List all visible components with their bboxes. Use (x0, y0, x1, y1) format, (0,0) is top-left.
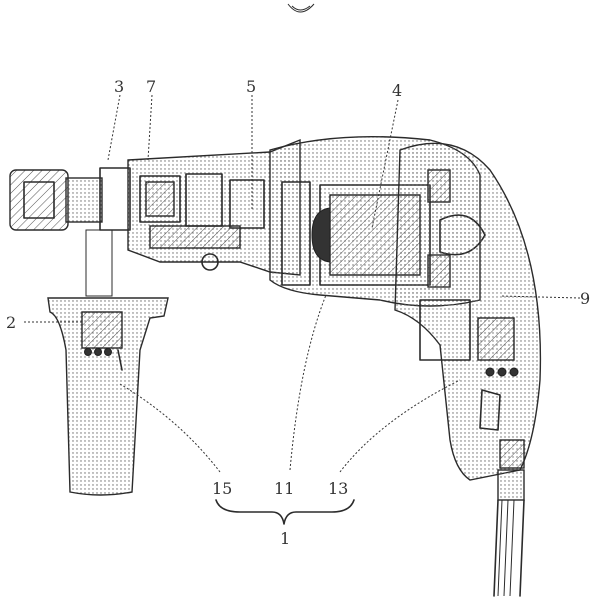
callout-9: 9 (580, 289, 590, 308)
callout-5: 5 (246, 77, 256, 96)
chuck (9, 167, 131, 231)
callout-15: 15 (212, 479, 232, 498)
callout-11: 11 (274, 479, 294, 498)
rear-handle (394, 142, 542, 481)
callout-3: 3 (114, 77, 124, 96)
group-brace (215, 499, 355, 525)
gearbox-housing (127, 138, 301, 276)
callout-1: 1 (280, 529, 290, 548)
top-mark-icon (287, 3, 315, 13)
side-handle (47, 229, 169, 496)
callout-4: 4 (392, 81, 402, 100)
leader-lines (24, 94, 581, 473)
callout-13: 13 (328, 479, 348, 498)
power-cord (493, 469, 525, 597)
callout-2: 2 (6, 313, 16, 332)
callout-7: 7 (146, 77, 156, 96)
